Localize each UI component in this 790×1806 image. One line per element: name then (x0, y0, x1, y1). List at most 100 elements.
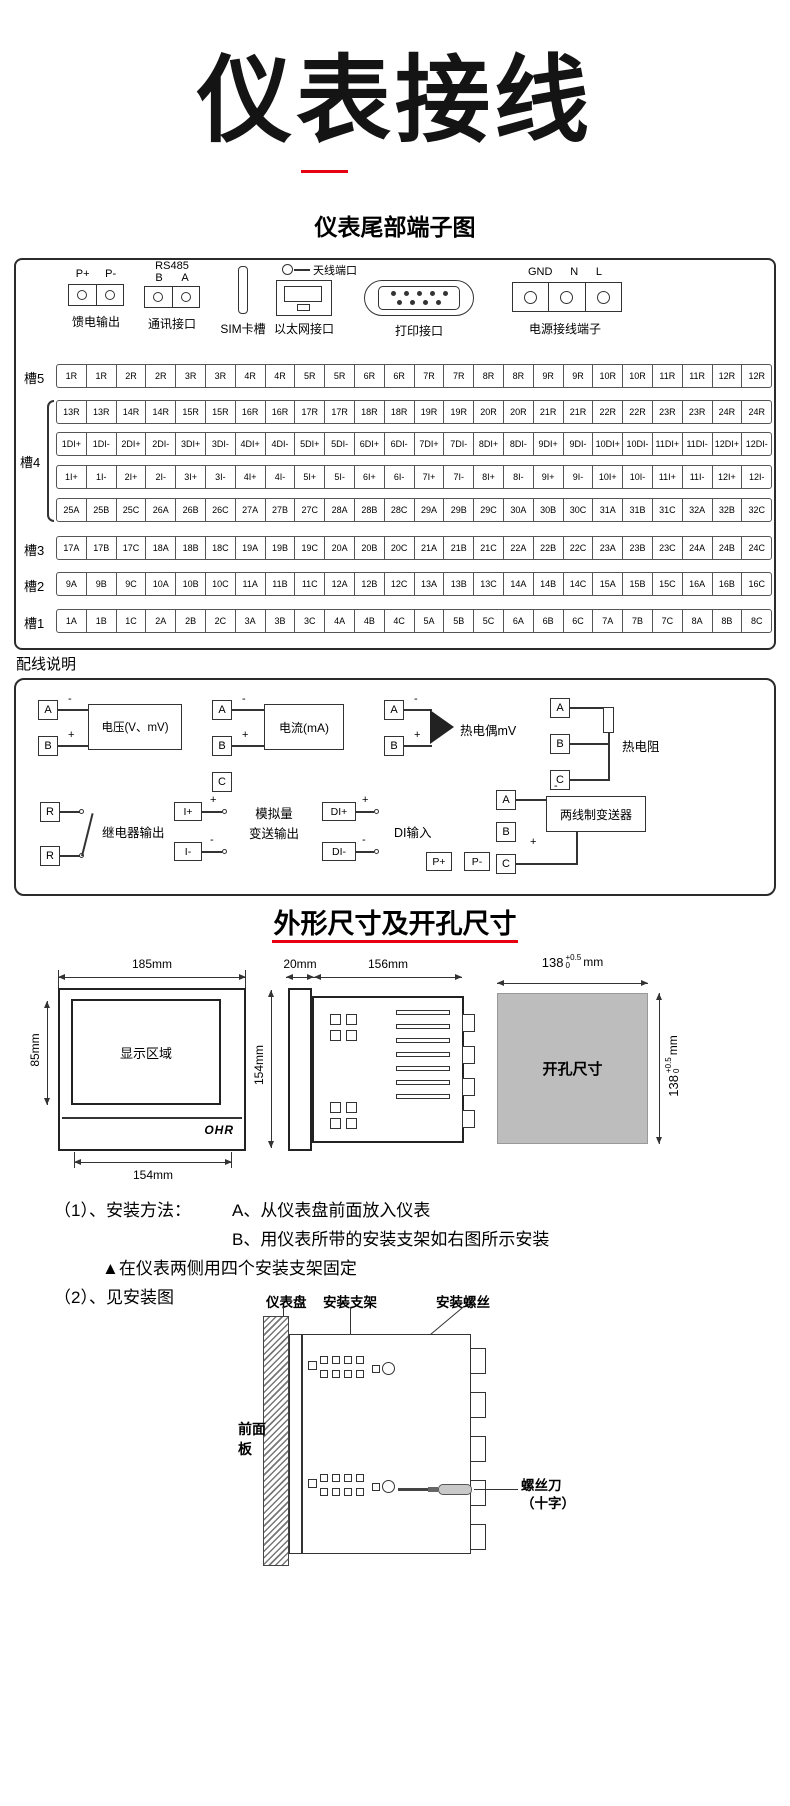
screw-terminal (513, 283, 550, 311)
terminal-cell: 13R (57, 401, 87, 423)
db9-pin (436, 300, 441, 305)
polarity-plus: + (242, 729, 249, 741)
display-area: 显示区域 (71, 999, 221, 1105)
terminal-cell: 4I- (266, 466, 296, 488)
terminal-cell: 14A (504, 573, 534, 595)
tolerance-plus: +0.5 (565, 953, 582, 962)
wire-end (222, 808, 227, 814)
terminal-cell: 10R (593, 365, 624, 387)
db9-pin (397, 300, 402, 305)
rear-hook (470, 1392, 486, 1418)
tolerance-minus: 0 (672, 1068, 681, 1074)
terminal-cell: 15A (593, 573, 624, 595)
terminal-b: B (496, 822, 516, 842)
terminal-cell: 10I- (623, 466, 653, 488)
terminal-row-current: 1I+1I-2I+2I-3I+3I-4I+4I-5I+5I-6I+6I-7I+7… (56, 465, 772, 489)
terminal-cell: 32C (748, 505, 765, 515)
wire (608, 733, 610, 743)
terminal-cell: 8DI- (504, 433, 534, 455)
bracket-slot (346, 1102, 357, 1113)
terminal-cell: 2DI- (146, 433, 177, 455)
terminal-cell: 28B (355, 499, 385, 521)
terminal-c: C (550, 770, 570, 790)
wiring-section-label: 配线说明 (16, 656, 77, 673)
terminal-cell: 11I- (683, 466, 713, 488)
terminal-cell: 9R (564, 365, 594, 387)
power-pin-gnd: GND (528, 266, 553, 278)
bracket-part (320, 1488, 328, 1496)
bracket-part (308, 1479, 317, 1488)
cutout-width-tolerance: +0.5 0 (565, 954, 581, 970)
bracket-slot (330, 1014, 341, 1025)
bracket-slot (330, 1118, 341, 1129)
dimensions-section-title: 外形尺寸及开孔尺寸 (273, 909, 517, 939)
terminal-cell: 3DI- (206, 433, 236, 455)
bracket-slot (346, 1030, 357, 1041)
terminal-cell: 9R (534, 365, 564, 387)
terminal-cell: 11R (653, 365, 683, 387)
side-height-dim-label: 154mm (252, 1045, 266, 1086)
terminal-cell: 21R (534, 401, 564, 423)
install-note: ▲在仪表两侧用四个安装支架固定 (102, 1259, 357, 1278)
terminal-cell: 7R (444, 365, 475, 387)
terminal-cell: 30C (564, 499, 594, 521)
polarity-minus: - (242, 693, 246, 705)
terminal-cell: 9A (57, 573, 87, 595)
terminal-cell: 4I+ (236, 466, 266, 488)
front-width-dim-label: 185mm (131, 957, 172, 971)
rear-hook (470, 1480, 486, 1506)
terminal-cell: 9DI+ (534, 433, 564, 455)
terminal-p-minus: P- (464, 852, 490, 871)
terminal-cell: 5B (444, 610, 475, 632)
cutout-height-value: 138 (665, 1075, 681, 1097)
terminal-cell: 20R (474, 401, 504, 423)
side-bezel-dim-label: 20mm (283, 957, 317, 971)
cutout-height-unit: mm (666, 1035, 680, 1056)
terminal-cell: 19R (415, 401, 445, 423)
terminal-cell: 7I+ (415, 466, 445, 488)
terminal-cell: 13A (415, 573, 445, 595)
terminal-cell: 6DI- (385, 433, 415, 455)
transmitter-box: 两线制变送器 (546, 796, 646, 832)
rear-hook (470, 1524, 486, 1550)
terminal-cell: 3A (236, 610, 266, 632)
front-panel-label: 前面板 (238, 1421, 266, 1457)
terminal-cell: 10R (623, 365, 653, 387)
polarity-minus: - (362, 834, 366, 846)
terminal-cell: 3I+ (176, 466, 206, 488)
rear-hook (462, 1078, 475, 1096)
vent-slot (396, 1038, 450, 1043)
screwdriver-label-line1: 螺丝刀 (521, 1478, 562, 1493)
screw-terminal (69, 285, 97, 305)
bracket-part (356, 1370, 364, 1378)
dim-line (656, 993, 662, 1144)
terminal-cell: 8R (504, 365, 534, 387)
screw-icon (596, 290, 610, 304)
terminal-cell: 26A (146, 499, 177, 521)
terminal-cell: 15B (623, 573, 653, 595)
terminal-b: B (212, 736, 232, 756)
thermocouple-junction-icon (430, 710, 454, 744)
terminal-cell: 12R (748, 371, 765, 381)
wire (232, 709, 264, 711)
terminal-i-plus: I+ (174, 802, 202, 821)
terminal-cell: 11C (295, 573, 326, 595)
terminal-cell: 1DI+ (57, 433, 87, 455)
terminal-cell: 27A (236, 499, 266, 521)
vent-slot (396, 1024, 450, 1029)
wire (516, 799, 546, 801)
db9-pin (423, 300, 428, 305)
analog-output-label: 模拟量 变送输出 (232, 804, 316, 844)
terminal-a: A (38, 700, 58, 720)
terminal-cell: 28A (325, 499, 355, 521)
relay-label: 继电器输出 (102, 826, 165, 840)
cutout-area: 开孔尺寸 (497, 993, 648, 1144)
front-bottom-dim-label: 154mm (132, 1168, 173, 1182)
terminal-cell: 7R (415, 365, 445, 387)
screwdriver-label-line2: （十字） (521, 1495, 575, 1511)
front-view-outline: 显示区域 OHR (58, 988, 246, 1151)
terminal-cell: 1I- (87, 466, 117, 488)
bracket-part (344, 1474, 352, 1482)
